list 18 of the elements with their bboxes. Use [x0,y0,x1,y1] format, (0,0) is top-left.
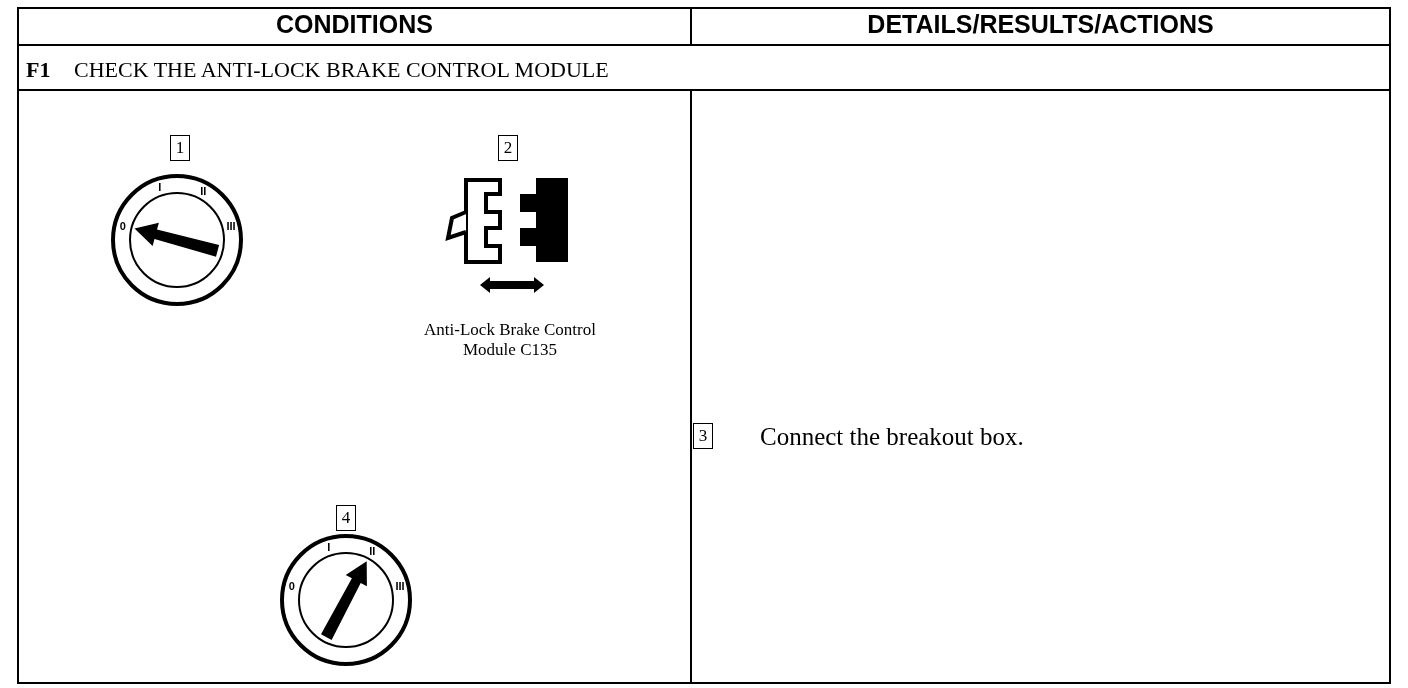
caption: Anti-Lock Brake Control Module C135 [423,320,597,360]
row-heading: CHECK THE ANTI-LOCK BRAKE CONTROL MODULE [74,57,610,83]
position-mark: III [395,579,405,592]
callout-number: 4 [336,505,356,531]
position-mark: 0 [119,219,126,232]
callout-number: 3 [693,423,713,449]
position-mark: II [200,184,207,197]
position-mark: 0 [288,579,295,592]
position-mark: I [158,180,162,193]
callout-number: 1 [170,135,190,161]
callout-number: 2 [498,135,518,161]
position-mark: II [369,544,376,557]
column-header: DETAILS/RESULTS/ACTIONS [866,10,1215,39]
column-header: CONDITIONS [275,10,434,39]
instruction-text: Connect the breakout box. [760,423,1025,451]
step-code: F1 [26,57,52,83]
position-mark: I [327,540,331,553]
position-mark: III [226,219,236,232]
